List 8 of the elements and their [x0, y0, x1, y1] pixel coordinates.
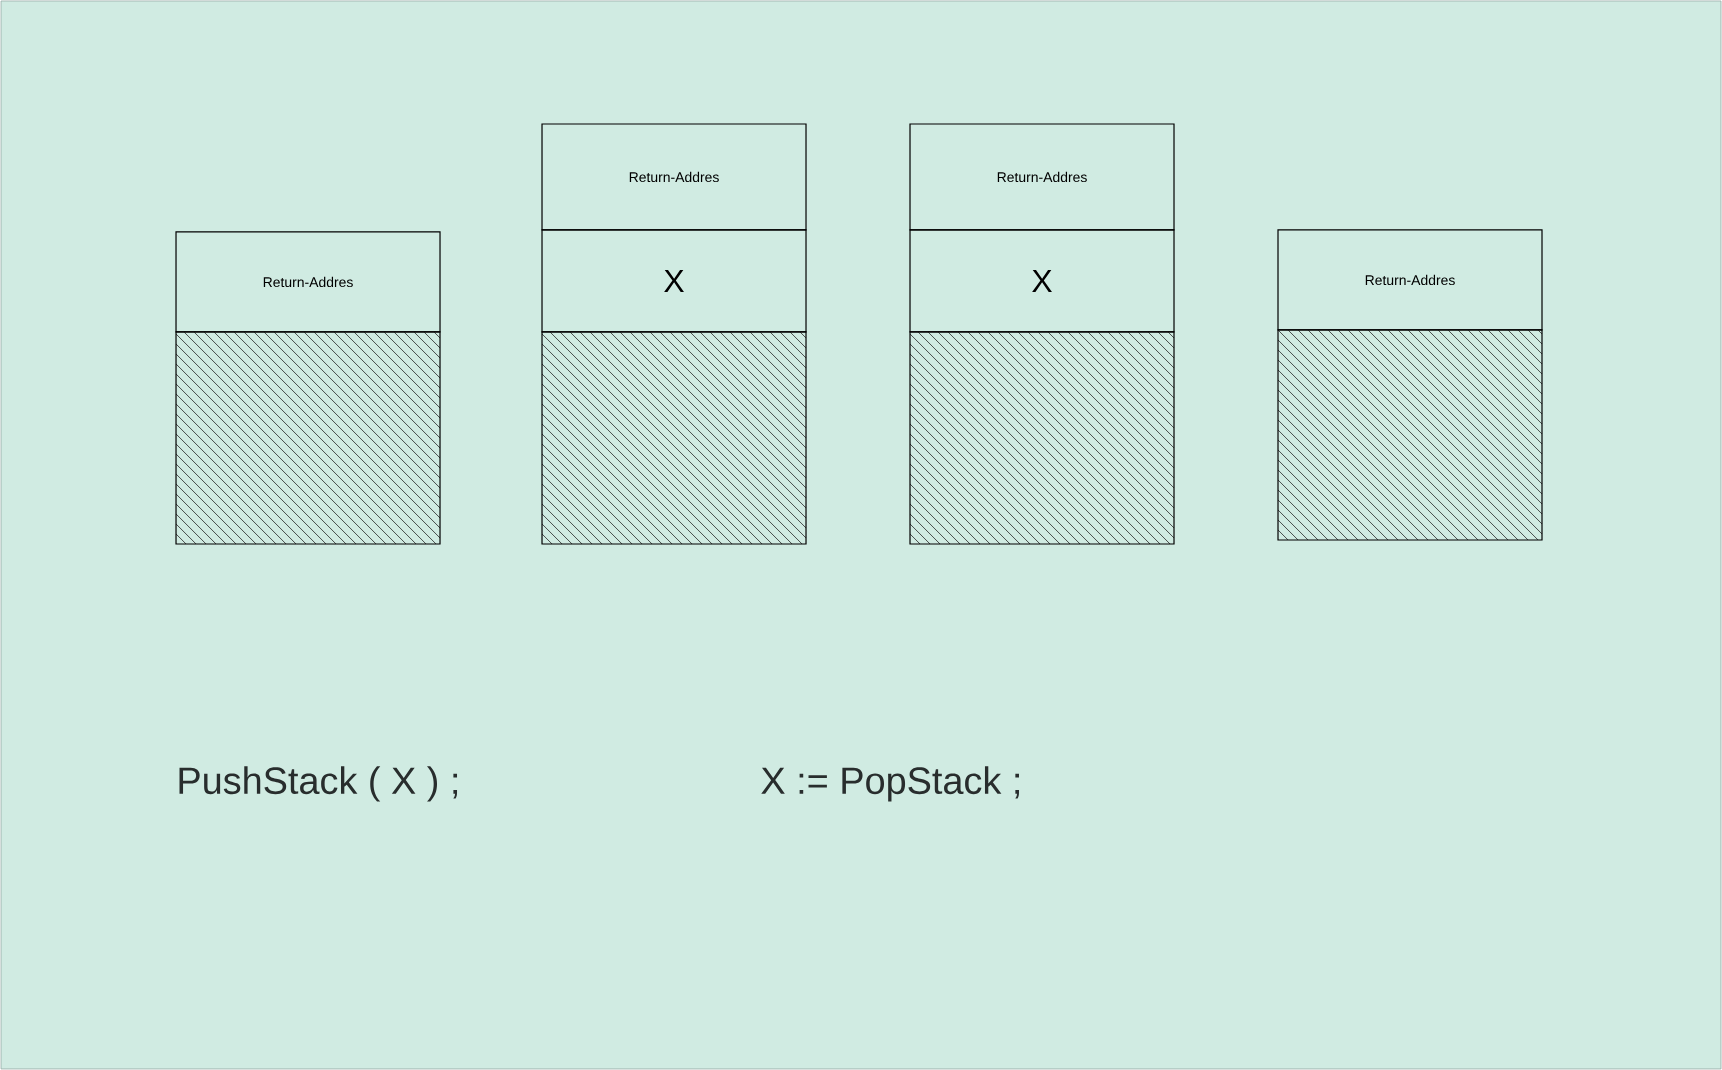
stack-cell: X: [909, 229, 1175, 333]
stack-cell: X: [541, 229, 807, 333]
hatched-stack-cell: [1277, 329, 1543, 541]
code-statement: X := PopStack ;: [761, 766, 1019, 802]
code-statement: PushStack ( X ) ;: [179, 766, 457, 802]
hatched-stack-cell: [541, 331, 807, 545]
hatched-stack-cell: [175, 331, 441, 545]
hatched-stack-cell: [909, 331, 1175, 545]
